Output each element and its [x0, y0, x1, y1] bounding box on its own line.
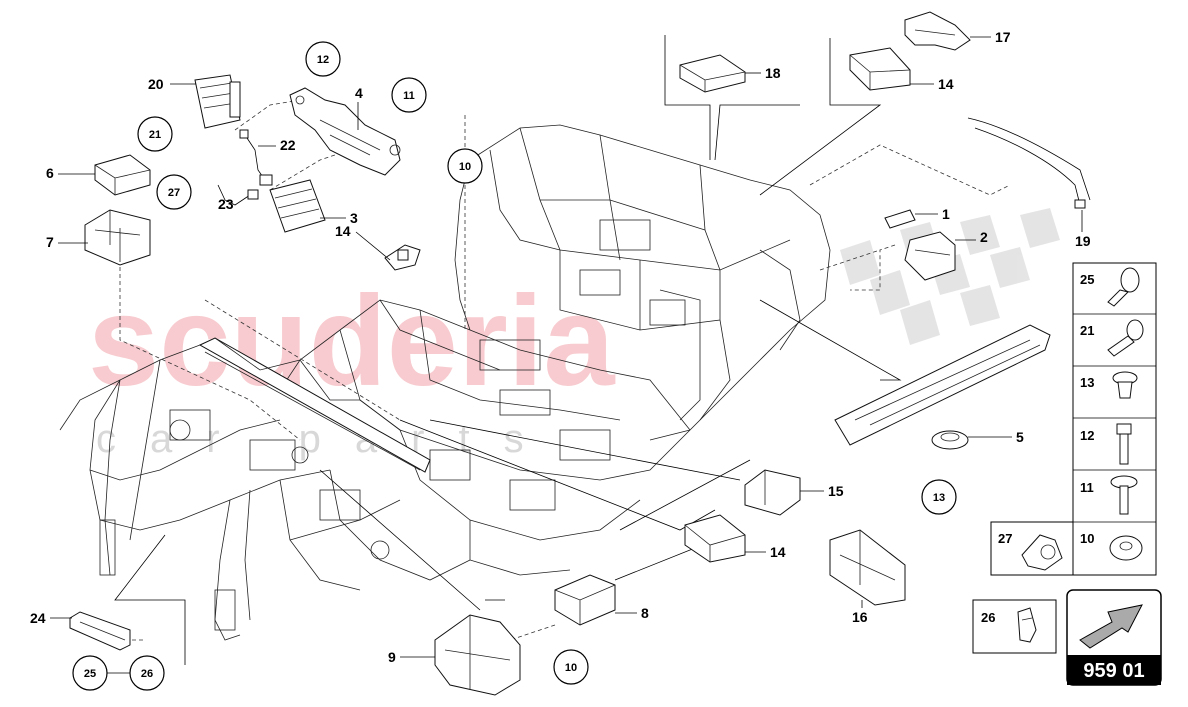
- svg-text:11: 11: [403, 90, 415, 102]
- fastener-cell-13: 13: [1080, 371, 1138, 399]
- svg-text:25: 25: [1080, 272, 1094, 287]
- part-labels: 1 2 3 4 5 6 7 8 9 14 14 14 15 16 17 18 1…: [30, 29, 1091, 665]
- fastener-cell-10: 10: [1080, 531, 1143, 561]
- reference-box: 959 01: [1066, 589, 1162, 686]
- reference-code: 959 01: [1083, 660, 1144, 682]
- label-20: 20: [148, 76, 164, 92]
- svg-text:21: 21: [1080, 323, 1094, 338]
- svg-text:10: 10: [459, 161, 471, 173]
- svg-text:27: 27: [998, 531, 1012, 546]
- part-4-bracket: [289, 87, 401, 176]
- fastener-cell-11: 11: [1080, 475, 1138, 515]
- label-24: 24: [30, 610, 46, 626]
- part-16-bracket: [829, 529, 906, 606]
- part-23-cable: [217, 184, 259, 206]
- fastener-cell-27: 27: [998, 531, 1063, 571]
- label-6: 6: [46, 165, 54, 181]
- fastener-table: 25 21 13 12 11 27 10: [990, 262, 1157, 576]
- part-17-cover: [904, 11, 971, 51]
- circled-labels: 12 11 21 27 10 13 10 25: [72, 41, 957, 691]
- svg-text:26: 26: [981, 610, 995, 625]
- clip-box-26: 26: [972, 599, 1057, 654]
- part-5-sensor: [931, 430, 969, 450]
- circled-label-10-bottom: 10: [553, 649, 589, 685]
- label-14b: 14: [938, 76, 954, 92]
- svg-text:12: 12: [317, 54, 329, 66]
- svg-text:12: 12: [1080, 428, 1094, 443]
- svg-text:11: 11: [1080, 480, 1094, 495]
- svg-text:10: 10: [1080, 531, 1094, 546]
- fastener-cell-21: 21: [1080, 319, 1144, 357]
- circled-label-10-top: 10: [447, 148, 483, 184]
- part-7-bracket: [84, 209, 151, 266]
- svg-text:13: 13: [1080, 375, 1094, 390]
- part-long-rail: [834, 324, 1051, 446]
- label-14a: 14: [335, 223, 351, 239]
- circled-label-25: 25: [72, 655, 108, 691]
- label-17: 17: [995, 29, 1011, 45]
- part-8-module: [554, 574, 616, 626]
- label-1: 1: [942, 206, 950, 222]
- svg-text:25: 25: [84, 668, 96, 680]
- svg-text:26: 26: [141, 668, 153, 680]
- svg-text:21: 21: [149, 129, 161, 141]
- part-15-bracket: [744, 469, 801, 516]
- circled-label-13: 13: [921, 479, 957, 515]
- part-24-bracket: [69, 611, 131, 651]
- arrow-icon: [1079, 604, 1143, 649]
- label-18: 18: [765, 65, 781, 81]
- label-16: 16: [852, 609, 868, 625]
- part-2-bracket: [904, 231, 956, 281]
- circled-label-21: 21: [137, 116, 173, 152]
- circled-label-27: 27: [156, 174, 192, 210]
- part-9-tray: [434, 614, 521, 696]
- part-20-control-unit: [194, 74, 241, 129]
- part-14c-bracket: [684, 514, 746, 563]
- leader-lines: [114, 35, 1011, 665]
- label-8: 8: [641, 605, 649, 621]
- part-6-module: [94, 154, 151, 196]
- label-2: 2: [980, 229, 988, 245]
- part-22-cable: [239, 129, 273, 186]
- label-19: 19: [1075, 233, 1091, 249]
- label-7: 7: [46, 234, 54, 250]
- circled-label-11: 11: [391, 77, 427, 113]
- label-14c: 14: [770, 544, 786, 560]
- label-4: 4: [355, 85, 363, 101]
- svg-text:10: 10: [565, 662, 577, 674]
- vehicle-frame: [59, 124, 831, 641]
- checkered-flag-watermark: [840, 208, 1060, 345]
- svg-text:13: 13: [933, 492, 945, 504]
- watermark-main: scuderia: [88, 270, 615, 413]
- part-14a-sensor: [384, 244, 421, 271]
- circled-label-26: 26: [129, 655, 165, 691]
- svg-text:27: 27: [168, 187, 180, 199]
- label-9: 9: [388, 649, 396, 665]
- label-23: 23: [218, 196, 234, 212]
- part-14b-bracket: [849, 47, 911, 91]
- part-18-module: [679, 54, 746, 93]
- label-3: 3: [350, 210, 358, 226]
- part-1-sensor: [884, 209, 916, 229]
- fastener-cell-12: 12: [1080, 423, 1132, 465]
- label-5: 5: [1016, 429, 1024, 445]
- label-15: 15: [828, 483, 844, 499]
- circled-label-12: 12: [305, 41, 341, 77]
- part-3-ecu: [269, 179, 326, 233]
- part-19-antenna: [967, 117, 1091, 209]
- label-22: 22: [280, 137, 296, 153]
- fastener-cell-25: 25: [1080, 267, 1140, 307]
